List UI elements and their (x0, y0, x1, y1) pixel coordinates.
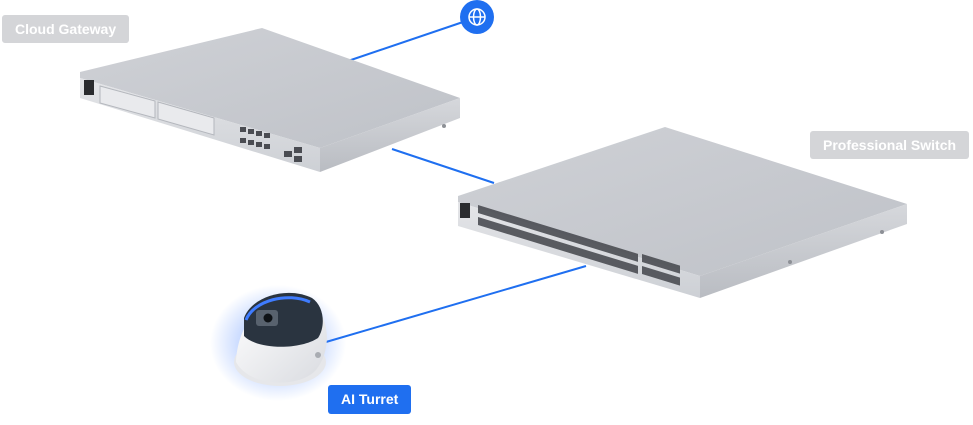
link-switch-turret (325, 265, 587, 343)
switch-ports (478, 205, 680, 286)
ai-turret-camera (210, 285, 346, 401)
professional-switch-device (458, 127, 907, 298)
globe-icon (460, 0, 494, 34)
cloud-gateway-device (80, 28, 460, 172)
professional-switch-label: Professional Switch (810, 131, 970, 159)
link-gateway-switch (391, 148, 495, 184)
link-internet-gateway (344, 21, 464, 63)
gateway-ports (240, 127, 302, 162)
cloud-gateway-label: Cloud Gateway (2, 15, 130, 43)
ai-turret-label: AI Turret (328, 385, 412, 414)
